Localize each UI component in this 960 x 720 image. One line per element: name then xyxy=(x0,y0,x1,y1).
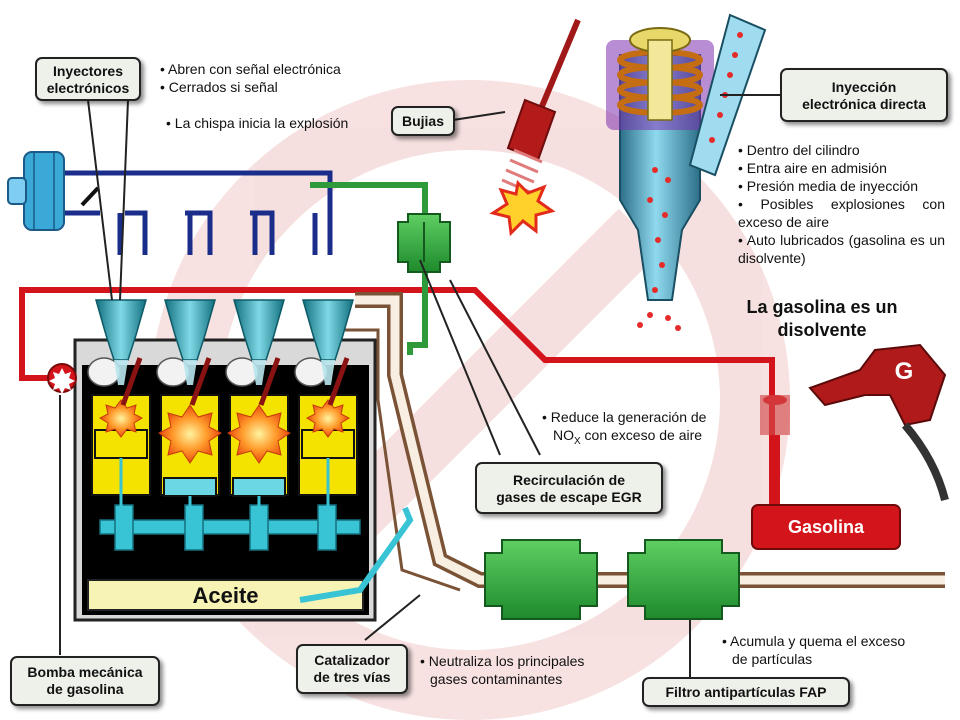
fuel-nozzle xyxy=(760,343,949,505)
egr-bullet-line2-rest: con exceso de aire xyxy=(580,427,703,443)
flames xyxy=(98,399,351,464)
callout-spark-plugs: Bujias xyxy=(391,106,455,136)
direct-bullet-2: • Entra aire en admisión xyxy=(738,160,887,176)
callout-fap: Filtro antipartículas FAP xyxy=(642,677,850,707)
direct-bullet-3: • Presión media de inyección xyxy=(738,178,918,194)
direct-bullet-4: • Posibles explosiones con exceso de air… xyxy=(738,196,945,230)
fuel-line xyxy=(19,287,775,510)
catalytic-bullet-line1: • Neutraliza los principales xyxy=(420,653,585,669)
catalytic-title-line2: de tres vías xyxy=(313,669,391,685)
injectors-bullet-1: • Abren con señal electrónica xyxy=(160,61,341,77)
oil-dipstick xyxy=(299,506,414,603)
engine-spark-plugs xyxy=(120,357,350,406)
direct-bullet-1: • Dentro del cilindro xyxy=(738,142,860,158)
injectors-title-line2: electrónicos xyxy=(46,80,130,96)
callout-direct-injection: Inyección electrónica directa xyxy=(780,68,948,122)
pump-letter: G xyxy=(894,358,914,385)
injectors-bullets: • Abren con señal electrónica • Cerrados… xyxy=(160,60,341,96)
egr-bullet-line2: NOX con exceso de aire xyxy=(542,426,706,451)
callout-fuel-pump: Bomba mecánica de gasolina xyxy=(10,656,160,706)
oil-label: Aceite xyxy=(192,583,259,608)
direct-bullet-5: • Auto lubricados (gasolina es un disolv… xyxy=(738,232,945,266)
air-filter xyxy=(7,151,100,231)
fap-title: Filtro antipartículas FAP xyxy=(665,684,827,700)
fap-bullet-line1: • Acumula y quema el exceso xyxy=(722,633,906,649)
intake-manifold xyxy=(65,170,333,255)
injectors-title-line1: Inyectores xyxy=(52,63,124,79)
gasoline-label: Gasolina xyxy=(787,517,865,537)
injector-sprays xyxy=(114,360,335,385)
catalytic-converter xyxy=(484,539,598,620)
egr-bullets: • Reduce la generación de NOX con exceso… xyxy=(542,408,706,451)
crankshaft xyxy=(99,458,361,551)
direct-injection-bullets: • Dentro del cilindro • Entra aire en ad… xyxy=(738,141,945,267)
fap-bullets: • Acumula y quema el exceso de partícula… xyxy=(722,632,905,668)
electronic-injectors xyxy=(95,299,354,361)
direct-injection-title-line1: Inyección xyxy=(831,79,897,95)
solvent-note: La gasolina es un disolvente xyxy=(732,296,912,342)
solvent-note-line2: disolvente xyxy=(777,320,867,340)
particle-filter xyxy=(627,539,740,620)
nox-subscript: X xyxy=(574,435,581,447)
fuel-pump-title-line2: de gasolina xyxy=(46,681,124,697)
spark-plug-illustration xyxy=(489,18,581,237)
egr-title-line2: gases de escape EGR xyxy=(496,489,642,505)
gasoline-tank xyxy=(751,504,901,550)
solvent-note-line1: La gasolina es un xyxy=(746,297,898,317)
catalytic-bullet-line2: gases contaminantes xyxy=(430,671,563,687)
nox-text: NO xyxy=(553,427,574,443)
leader-lines xyxy=(59,94,780,680)
catalytic-bullets: • Neutraliza los principales gases conta… xyxy=(420,652,584,688)
egr-title-line1: Recirculación de xyxy=(512,472,626,488)
callout-catalytic: Catalizador de tres vías xyxy=(296,644,408,694)
egr-bullet-line1: • Reduce la generación de xyxy=(542,409,707,425)
mechanical-fuel-pump xyxy=(47,363,77,394)
fap-bullet-line2: de partículas xyxy=(732,651,813,667)
direct-injection-title-line2: electrónica directa xyxy=(802,96,926,112)
fuel-pump-title-line1: Bomba mecánica xyxy=(27,664,143,680)
injectors-bullet-2: • Cerrados si señal xyxy=(160,79,278,95)
callout-injectors: Inyectores electrónicos xyxy=(35,57,141,101)
direct-injector-illustration xyxy=(606,13,767,331)
spark-bullet-text: • La chispa inicia la explosión xyxy=(166,115,349,131)
catalytic-title-line1: Catalizador xyxy=(314,652,390,668)
spark-bullet: • La chispa inicia la explosión xyxy=(166,114,348,132)
spark-plugs-title: Bujias xyxy=(401,113,444,129)
callout-egr: Recirculación de gases de escape EGR xyxy=(475,462,663,514)
valve-domes xyxy=(87,357,328,387)
egr-line xyxy=(310,182,428,355)
